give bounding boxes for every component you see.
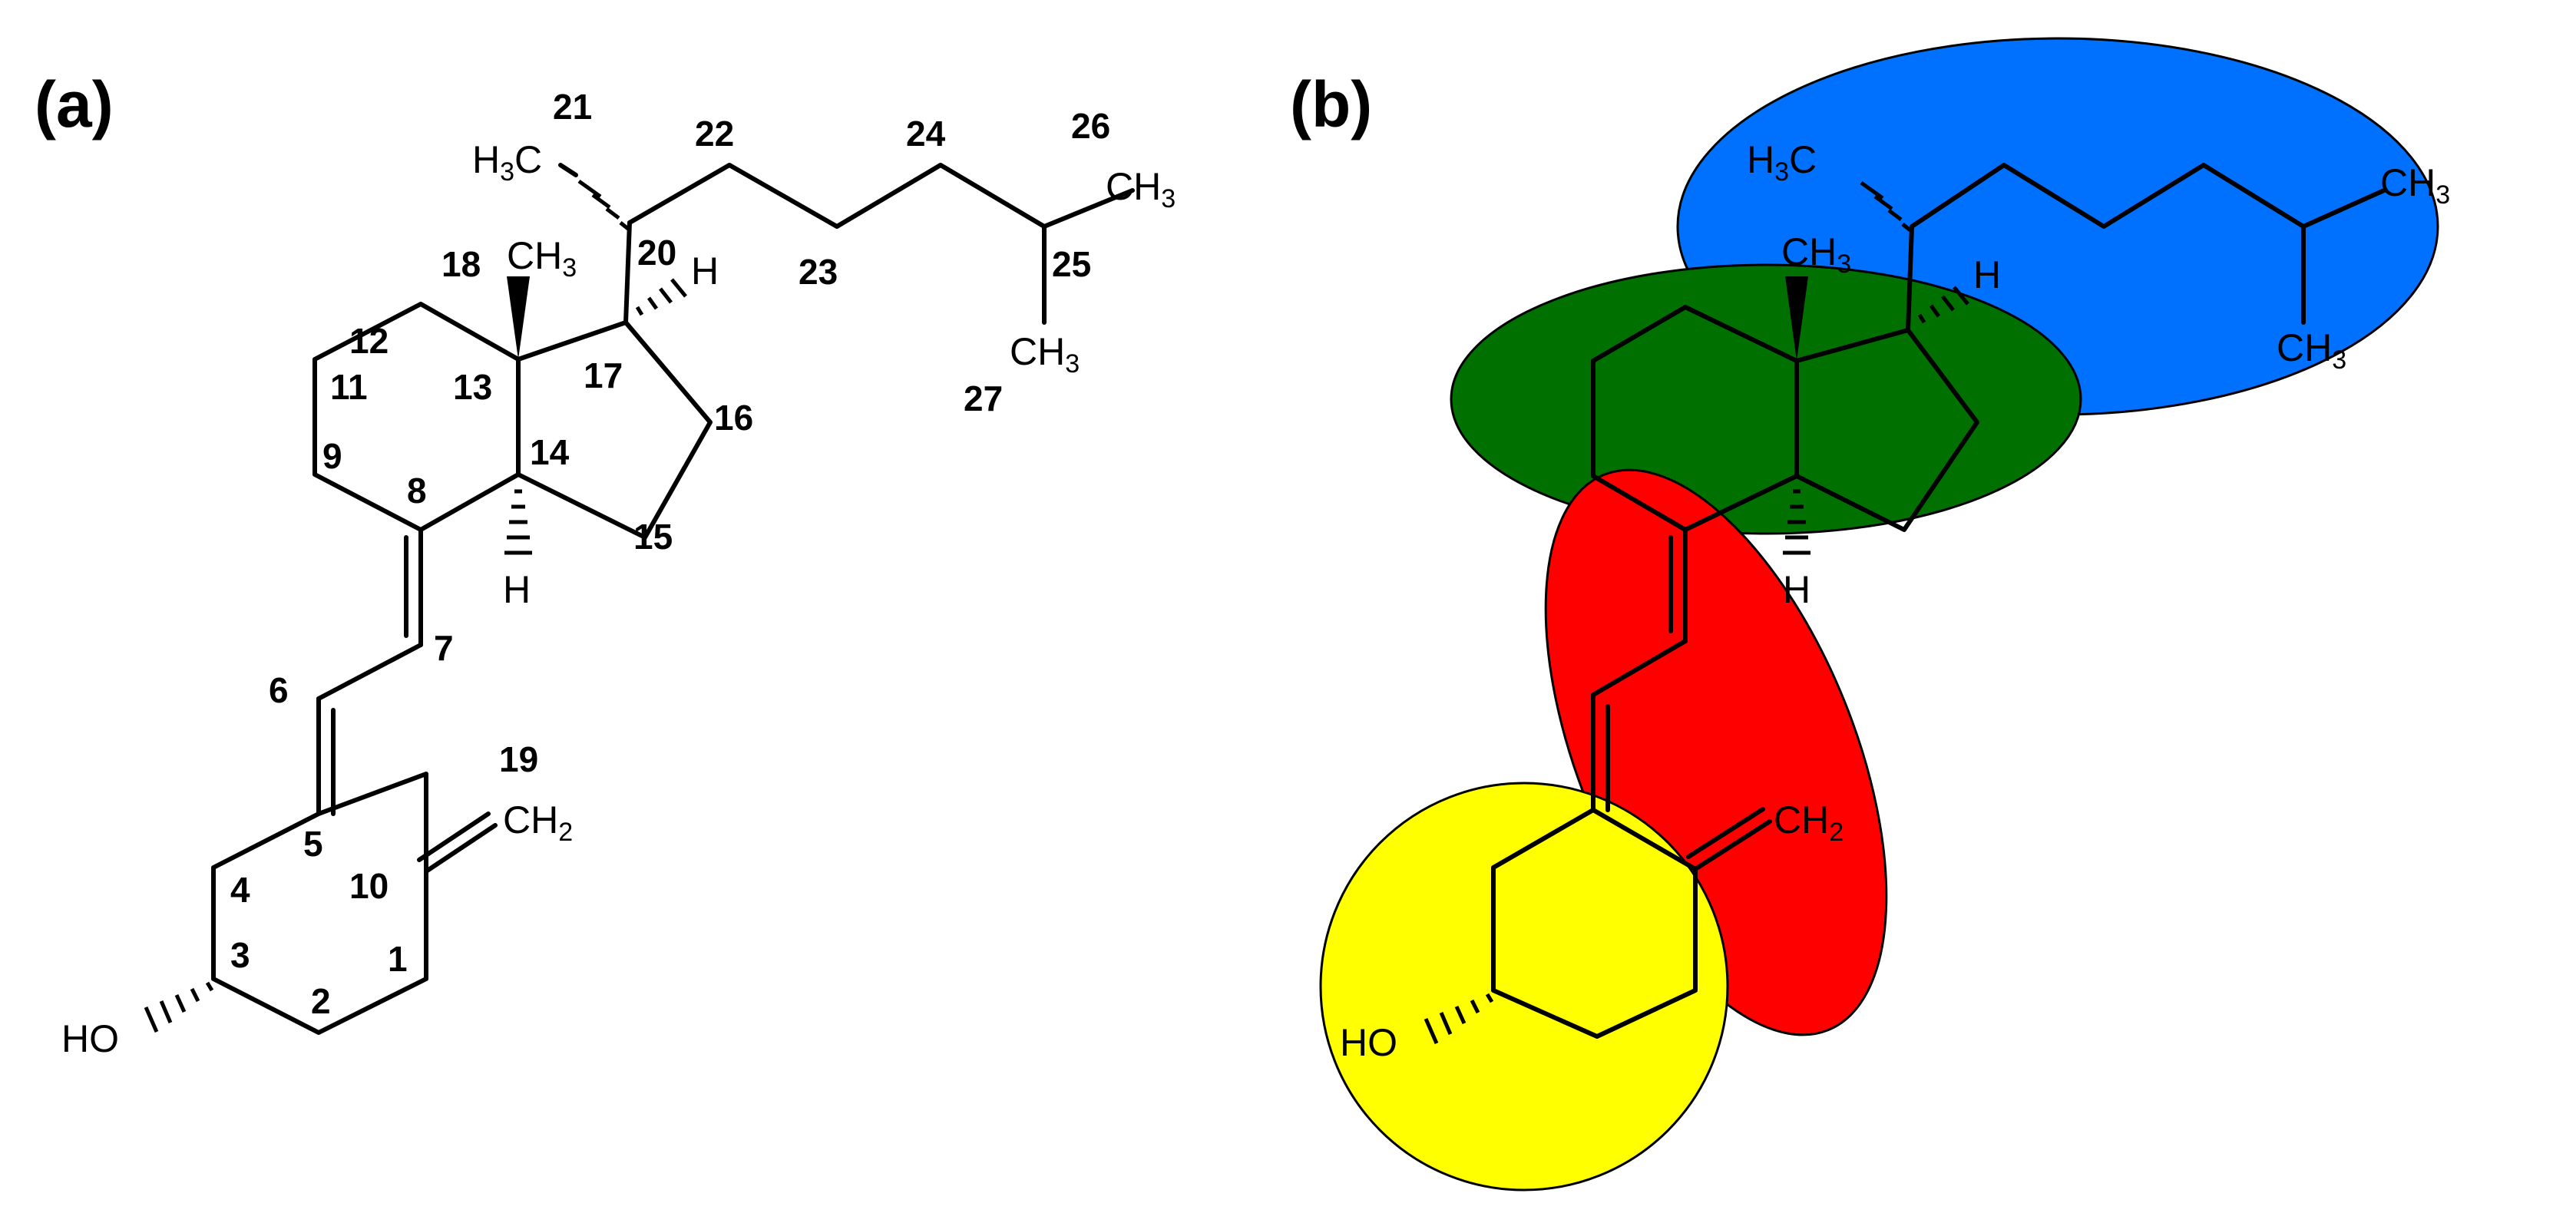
h-label-b-14: H bbox=[1783, 568, 1810, 611]
carbon-number-22: 22 bbox=[695, 114, 734, 154]
carbon-number-12: 12 bbox=[349, 321, 389, 361]
structure-b bbox=[1319, 37, 2439, 1192]
carbon-number-5: 5 bbox=[303, 824, 323, 864]
carbon-number-14: 14 bbox=[530, 432, 570, 472]
carbon-number-26: 26 bbox=[1071, 106, 1110, 146]
carbon-number-25: 25 bbox=[1052, 244, 1091, 284]
panel-b-label: (b) bbox=[1290, 68, 1372, 140]
carbon-number-7: 7 bbox=[434, 628, 454, 668]
h3c-label: H3C bbox=[472, 138, 542, 187]
carbon-number-21: 21 bbox=[553, 87, 592, 127]
h-label-14: H bbox=[503, 568, 531, 611]
carbon-number-1: 1 bbox=[388, 939, 408, 979]
carbon-number-20: 20 bbox=[637, 233, 676, 273]
ch3-label-26: CH3 bbox=[1106, 165, 1176, 213]
ch3-label-b-18: CH3 bbox=[1781, 230, 1851, 279]
h-label-b-17: H bbox=[1973, 253, 2001, 296]
carbon-number-27: 27 bbox=[964, 378, 1003, 418]
carbon-number-15: 15 bbox=[633, 517, 673, 557]
cd-ring-region bbox=[1450, 263, 2082, 535]
h-label-17: H bbox=[691, 250, 719, 293]
carbon-number-18: 18 bbox=[441, 244, 481, 284]
a-ring-region bbox=[1319, 782, 1729, 1192]
ch2-label-b: CH2 bbox=[1774, 798, 1844, 847]
carbon-number-4: 4 bbox=[230, 870, 250, 910]
carbon-number-9: 9 bbox=[322, 436, 342, 476]
carbon-number-24: 24 bbox=[906, 114, 946, 154]
carbon-number-16: 16 bbox=[714, 398, 753, 438]
carbon-number-2: 2 bbox=[311, 981, 331, 1021]
carbon-number-19: 19 bbox=[499, 739, 538, 779]
carbon-number-10: 10 bbox=[349, 866, 389, 906]
carbon-number-8: 8 bbox=[407, 471, 427, 511]
ho-label: HO bbox=[61, 1017, 119, 1060]
ch3-label-b-26: CH3 bbox=[2380, 161, 2450, 210]
carbon-number-6: 6 bbox=[269, 670, 289, 710]
ho-label-b: HO bbox=[1340, 1021, 1397, 1064]
carbon-number-23: 23 bbox=[799, 252, 838, 292]
ch2-label: CH2 bbox=[503, 798, 573, 847]
ch3-label-b-27: CH3 bbox=[2277, 326, 2346, 375]
h3c-label-b: H3C bbox=[1747, 138, 1817, 187]
carbon-number-13: 13 bbox=[453, 367, 492, 407]
structure-a bbox=[144, 163, 1135, 1035]
panel-a-label: (a) bbox=[35, 68, 114, 140]
ch3-label-27: CH3 bbox=[1010, 330, 1080, 378]
ch3-label-18: CH3 bbox=[507, 234, 577, 283]
carbon-number-17: 17 bbox=[584, 355, 623, 395]
carbon-number-3: 3 bbox=[230, 935, 250, 975]
carbon-number-11: 11 bbox=[330, 367, 368, 407]
carbon-numbers: 1234567891011121314151617181920212223242… bbox=[230, 87, 1110, 1021]
